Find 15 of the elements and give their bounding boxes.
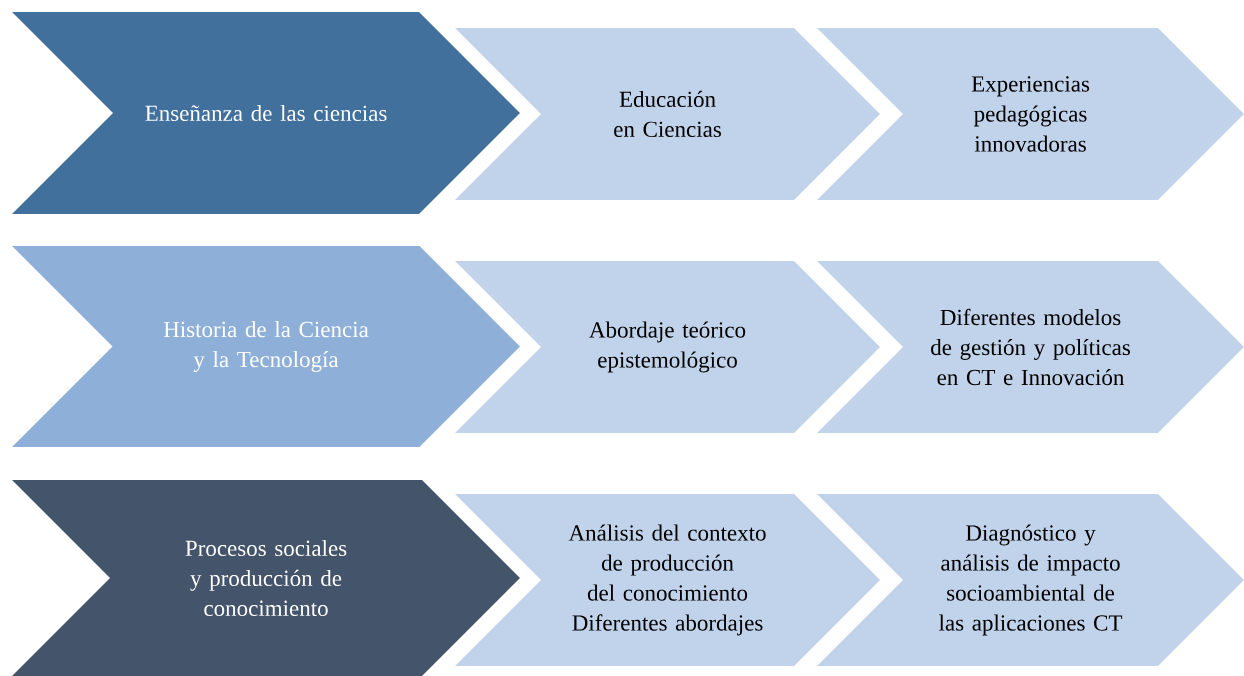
chevron-box: Educación en Ciencias (455, 28, 880, 200)
node-label: Diferentes modelos de gestión y políticas en CT e Innovación (931, 308, 1130, 386)
chevron-box: Análisis del contexto de producción del conocimiento Diferentes abordajes (455, 494, 880, 666)
chevron-box: Procesos sociales y producción de conocimiento (12, 480, 520, 676)
chevron-box: Historia de la Ciencia y la Tecnología (12, 246, 520, 447)
node-label: Análisis del contexto de producción del conocimiento Diferentes abordajes (568, 524, 766, 636)
chevron-box: Diferentes modelos de gestión y políticas en CT e Innovación (817, 261, 1244, 433)
node-label: Abordaje teórico epistemológico (589, 321, 746, 373)
chevron-box: Diagnóstico y análisis de impacto socioambiental de las aplicaciones CT (817, 494, 1244, 666)
chevron-box: Experiencias pedagógicas innovadoras (817, 28, 1244, 200)
chevron-box: Enseñanza de las ciencias (12, 12, 520, 214)
node-label: Experiencias pedagógicas innovadoras (971, 76, 1090, 152)
chevron-box: Abordaje teórico epistemológico (455, 261, 880, 433)
node-label: Diagnóstico y análisis de impacto socioambiental de las aplicaciones CT (939, 524, 1123, 636)
node-label: Educación en Ciencias (614, 90, 721, 138)
